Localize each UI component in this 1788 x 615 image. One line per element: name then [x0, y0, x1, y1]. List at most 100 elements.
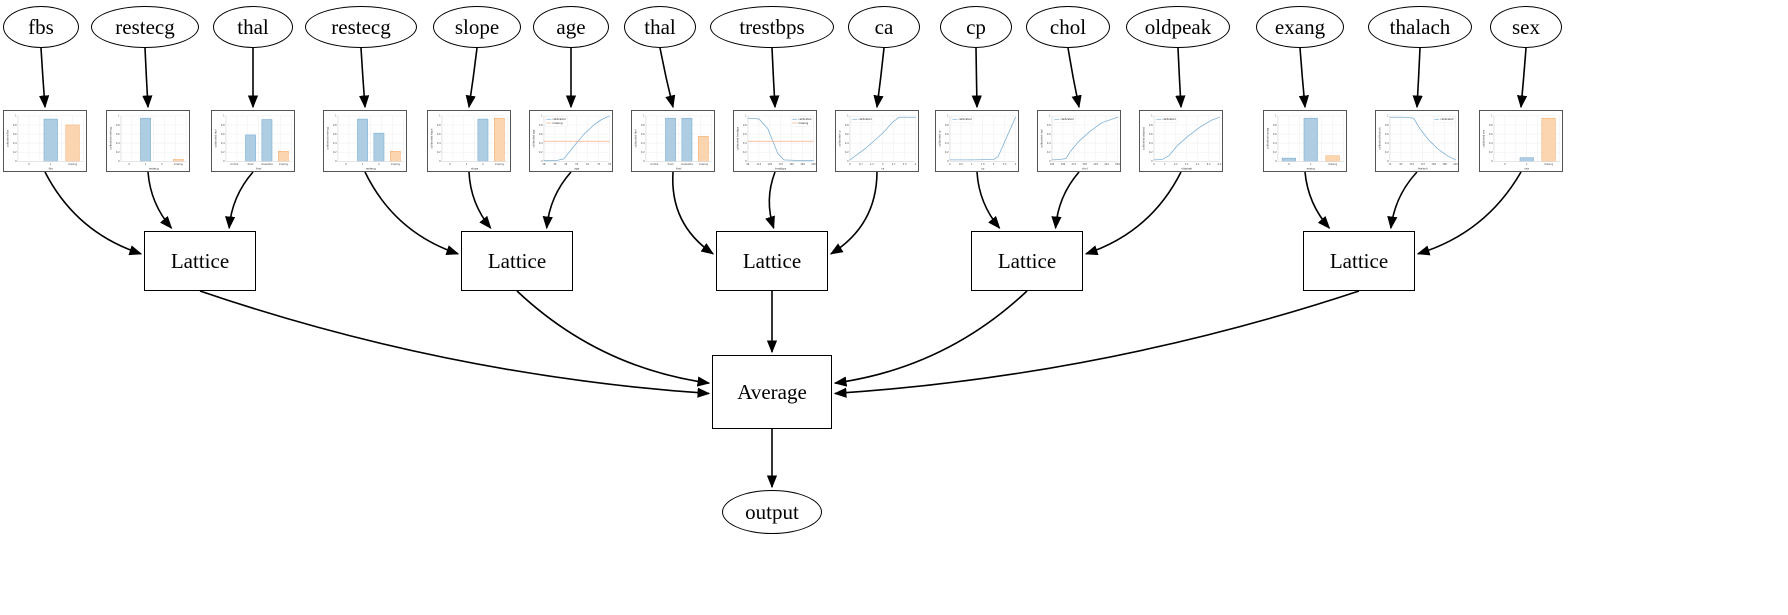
svg-text:0.5: 0.5	[959, 163, 963, 166]
svg-text:calibrated: calibrated	[958, 117, 971, 121]
average-node-label: Average	[737, 379, 807, 404]
svg-text:1: 1	[1387, 115, 1389, 118]
svg-text:0.2: 0.2	[945, 151, 949, 154]
svg-text:0.6: 0.6	[743, 133, 747, 136]
svg-text:0.6: 0.6	[641, 133, 645, 136]
input-node-thal-6[interactable]: thal	[624, 6, 696, 48]
svg-text:0.2: 0.2	[1385, 151, 1389, 154]
input-node-restecg-1[interactable]: restecg	[91, 6, 199, 48]
svg-text:0.2: 0.2	[743, 151, 747, 154]
svg-text:normal: normal	[650, 163, 659, 166]
input-node-sex-14[interactable]: sex	[1490, 6, 1562, 48]
svg-text:0.4: 0.4	[743, 142, 747, 145]
svg-text:1: 1	[643, 115, 645, 118]
output-node[interactable]: output	[722, 490, 822, 534]
svg-text:3.1: 3.1	[1185, 163, 1189, 166]
svg-text:thal: thal	[676, 166, 681, 170]
svg-text:1: 1	[1164, 163, 1166, 166]
svg-text:418: 418	[1093, 163, 1098, 166]
input-node-restecg-3[interactable]: restecg	[305, 6, 417, 48]
svg-text:missing: missing	[495, 163, 505, 166]
svg-text:0.4: 0.4	[641, 142, 645, 145]
svg-text:1: 1	[847, 115, 849, 118]
lattice-node-label: Lattice	[742, 248, 802, 273]
svg-text:137: 137	[1420, 163, 1425, 166]
input-node-slope-4[interactable]: slope	[433, 6, 521, 48]
input-node-age-5[interactable]: age	[533, 6, 609, 48]
input-node-ca-8[interactable]: ca	[848, 6, 920, 48]
svg-text:1: 1	[145, 163, 147, 166]
svg-text:0: 0	[745, 160, 747, 163]
svg-text:sex: sex	[1524, 167, 1529, 170]
lattice-node-4[interactable]: Lattice	[1303, 231, 1415, 291]
svg-text:0: 0	[118, 160, 120, 163]
svg-text:0.2: 0.2	[1489, 151, 1493, 154]
svg-text:0.8: 0.8	[539, 124, 543, 127]
svg-text:calibrated fbs: calibrated fbs	[5, 129, 9, 147]
edge	[147, 171, 173, 229]
svg-text:272: 272	[1072, 163, 1077, 166]
lattice-node-2[interactable]: Lattice	[716, 231, 828, 291]
svg-text:0.2: 0.2	[437, 151, 441, 154]
input-node-label: oldpeak	[1144, 14, 1212, 39]
lattice-node-0[interactable]: Lattice	[144, 231, 256, 291]
svg-text:0.2: 0.2	[116, 151, 120, 154]
svg-text:1.5: 1.5	[981, 163, 985, 166]
svg-text:2: 2	[161, 163, 163, 166]
svg-text:restecg: restecg	[366, 166, 376, 170]
lattice-node-label: Lattice	[997, 248, 1057, 273]
input-node-trestbps-7[interactable]: trestbps	[710, 6, 834, 48]
svg-text:0.8: 0.8	[1489, 124, 1493, 127]
svg-text:0: 0	[1153, 163, 1155, 166]
input-node-label: ca	[874, 14, 894, 39]
input-node-exang-12[interactable]: exang	[1256, 6, 1344, 48]
svg-text:0.4: 0.4	[116, 142, 120, 145]
svg-text:0: 0	[15, 160, 17, 163]
edge	[44, 171, 143, 256]
svg-text:0: 0	[128, 163, 130, 166]
input-node-cp-9[interactable]: cp	[940, 6, 1012, 48]
svg-text:0.6: 0.6	[1273, 133, 1277, 136]
svg-text:0.2: 0.2	[333, 151, 337, 154]
svg-text:0: 0	[1288, 163, 1290, 166]
svg-text:fbs: fbs	[49, 166, 54, 170]
lattice-node-label: Lattice	[170, 248, 230, 273]
svg-text:0.6: 0.6	[1149, 133, 1153, 136]
input-node-oldpeak-11[interactable]: oldpeak	[1126, 6, 1230, 48]
input-node-thal-2[interactable]: thal	[213, 6, 293, 48]
average-node[interactable]: Average	[712, 355, 832, 429]
svg-text:70: 70	[597, 163, 601, 166]
svg-text:0.8: 0.8	[116, 124, 120, 127]
svg-text:1: 1	[439, 115, 441, 118]
lattice-node-1[interactable]: Lattice	[461, 231, 573, 291]
lattice-node-3[interactable]: Lattice	[971, 231, 1083, 291]
input-node-thalach-13[interactable]: thalach	[1368, 6, 1472, 48]
svg-text:0: 0	[449, 163, 451, 166]
svg-text:0.4: 0.4	[845, 142, 849, 145]
edge	[465, 47, 478, 109]
svg-text:0.4: 0.4	[539, 142, 543, 145]
svg-text:calibrated slope: calibrated slope	[429, 128, 433, 148]
input-node-fbs-0[interactable]: fbs	[3, 6, 79, 48]
svg-text:0.4: 0.4	[333, 142, 337, 145]
svg-text:1: 1	[1049, 115, 1051, 118]
input-node-chol-10[interactable]: chol	[1026, 6, 1110, 48]
